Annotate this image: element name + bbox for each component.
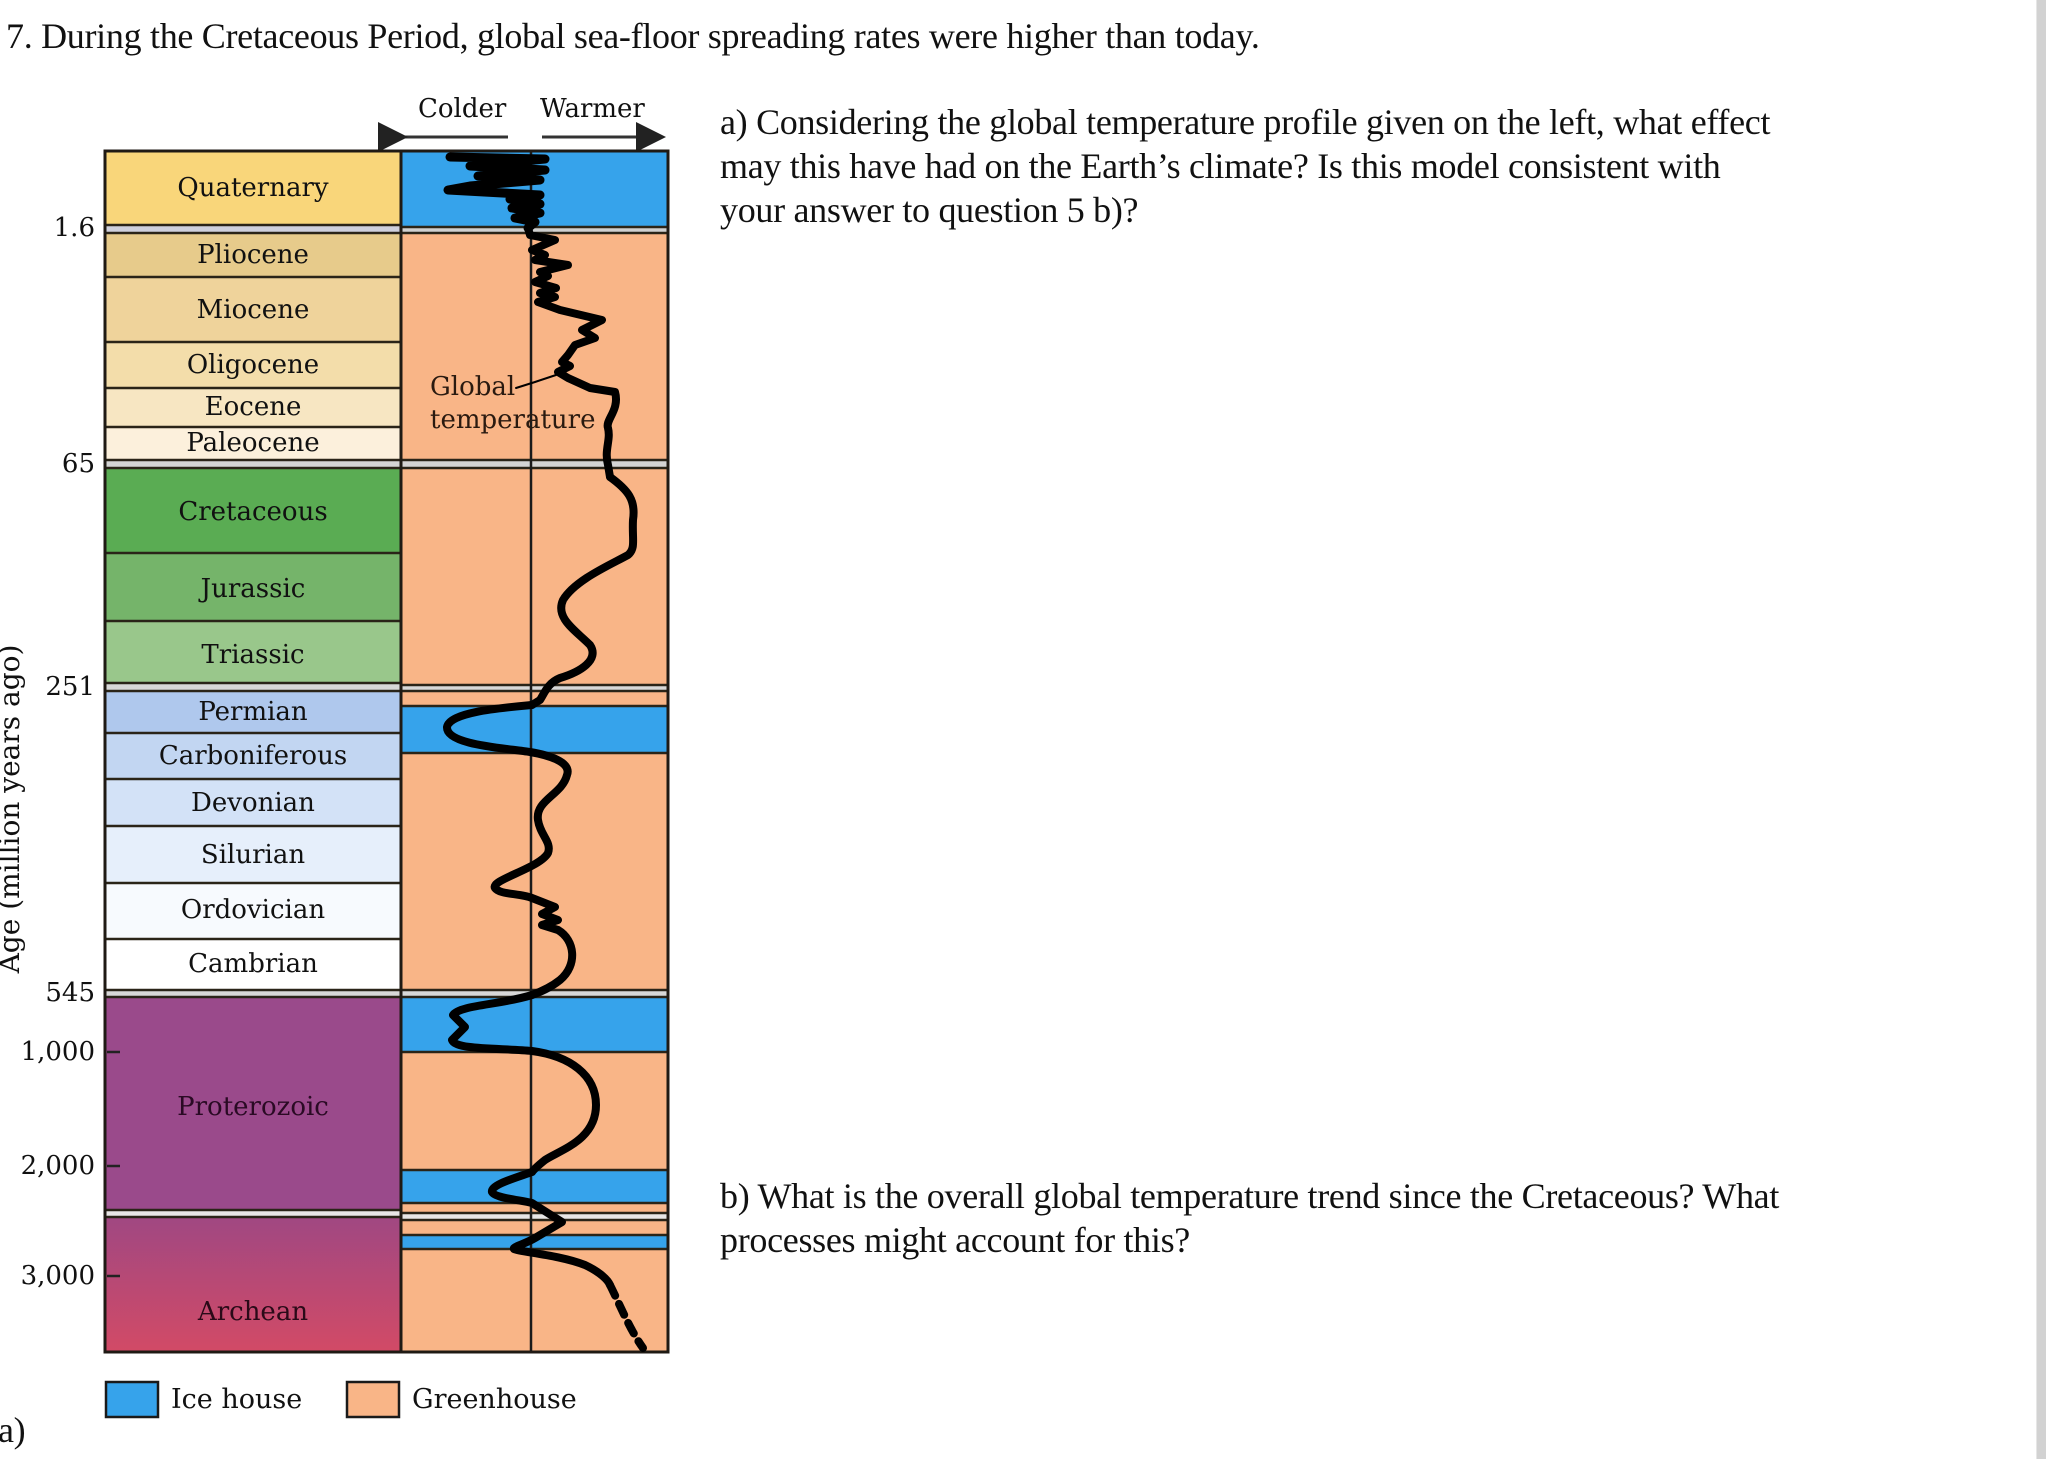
age-tick-2000: 2,000 bbox=[20, 1151, 95, 1181]
curve-label-temperature: temperature bbox=[430, 405, 596, 435]
figure-graphics bbox=[103, 122, 670, 1419]
colder-label: Colder bbox=[418, 94, 507, 124]
legend-ice-house-swatch bbox=[106, 1382, 158, 1417]
period-eocene: Eocene bbox=[204, 392, 302, 422]
age-tick-65: 65 bbox=[61, 449, 95, 479]
legend-greenhouse-label: Greenhouse bbox=[412, 1384, 577, 1415]
warmer-label: Warmer bbox=[540, 94, 645, 124]
period-silurian: Silurian bbox=[200, 840, 306, 870]
figure-label: a) bbox=[0, 1410, 26, 1450]
period-bands bbox=[105, 151, 401, 1352]
period-jurassic: Jurassic bbox=[200, 574, 306, 604]
period-cretaceous: Cretaceous bbox=[178, 497, 328, 527]
part-a-line-3: your answer to question 5 b)? bbox=[720, 190, 1139, 230]
period-proterozoic: Proterozoic bbox=[177, 1092, 329, 1122]
part-a-line-2: may this have had on the Earth’s climate… bbox=[720, 146, 1721, 186]
period-devonian: Devonian bbox=[191, 788, 315, 818]
global-temperature-curve bbox=[443, 152, 647, 1352]
window-scroll-edge bbox=[2036, 0, 2046, 1459]
legend-greenhouse-swatch bbox=[347, 1382, 399, 1417]
age-tick-545: 545 bbox=[45, 978, 95, 1008]
period-permian: Permian bbox=[198, 697, 308, 727]
period-archean: Archean bbox=[197, 1297, 309, 1327]
period-paleocene: Paleocene bbox=[186, 428, 320, 458]
age-tick-1000: 1,000 bbox=[20, 1037, 95, 1067]
period-miocene: Miocene bbox=[196, 295, 310, 325]
question-part-b: b) What is the overall global temperatur… bbox=[720, 1174, 1779, 1262]
geologic-temperature-figure: Colder Warmer Age (million years ago) 1.… bbox=[0, 0, 700, 1459]
question-title: 7. During the Cretaceous Period, global … bbox=[6, 16, 1260, 56]
part-a-line-1: a) Considering the global temperature pr… bbox=[720, 102, 1771, 142]
period-carboniferous: Carboniferous bbox=[158, 741, 348, 771]
period-pliocene: Pliocene bbox=[197, 240, 309, 270]
age-tick-3000: 3,000 bbox=[20, 1261, 95, 1291]
legend-ice-house-label: Ice house bbox=[171, 1384, 303, 1415]
part-b-line-1: b) What is the overall global temperatur… bbox=[720, 1176, 1780, 1216]
curve-label-global: Global bbox=[430, 372, 516, 402]
period-cambrian: Cambrian bbox=[188, 949, 318, 979]
warmer-arrow-icon bbox=[542, 132, 662, 142]
period-quaternary: Quaternary bbox=[177, 173, 329, 203]
part-b-line-2: processes might account for this? bbox=[720, 1220, 1190, 1260]
period-triassic: Triassic bbox=[201, 640, 305, 670]
period-oligocene: Oligocene bbox=[186, 350, 320, 380]
question-part-a: a) Considering the global temperature pr… bbox=[720, 100, 1770, 232]
period-ordovician: Ordovician bbox=[180, 895, 326, 925]
age-tick-1-6: 1.6 bbox=[53, 213, 95, 243]
age-tick-251: 251 bbox=[45, 672, 95, 702]
colder-arrow-icon bbox=[402, 132, 508, 142]
